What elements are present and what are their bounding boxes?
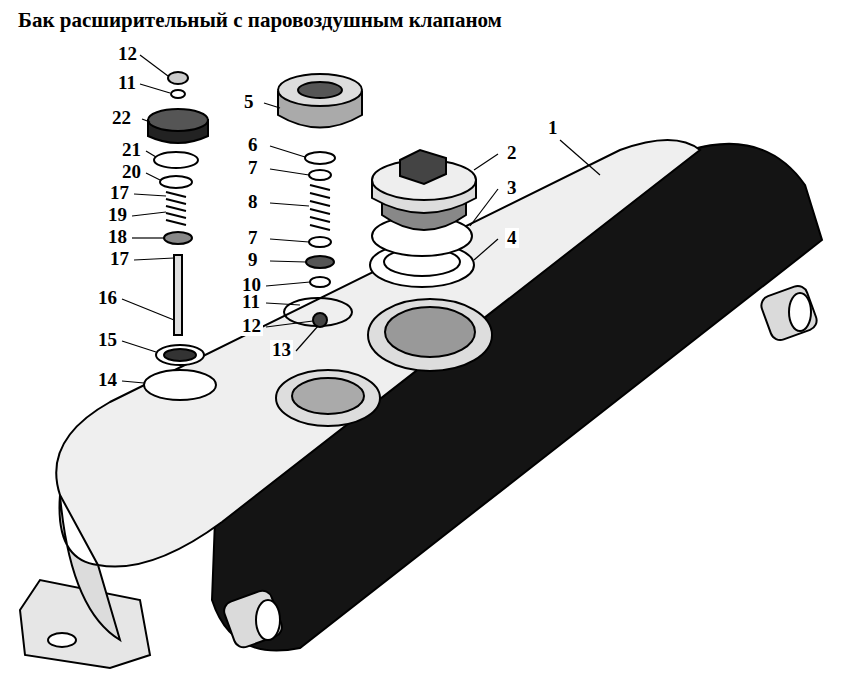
callout-number: 21 — [120, 140, 143, 160]
callout-number: 15 — [96, 330, 119, 350]
callout-number: 4 — [505, 228, 519, 248]
leader-line — [266, 282, 310, 286]
leader-line — [296, 326, 318, 351]
outlet-pipe-end — [256, 600, 280, 640]
leader-line — [270, 203, 309, 206]
mount-hole — [48, 633, 76, 647]
gasket-13 — [284, 298, 352, 326]
tank-body — [20, 140, 822, 668]
outlet-pipe — [221, 588, 284, 650]
filler-neck-inner — [385, 307, 475, 357]
callout-number: 19 — [106, 205, 129, 225]
callout-number: 2 — [505, 143, 519, 163]
callout-number: 12 — [116, 44, 139, 64]
callout-number: 14 — [96, 370, 119, 390]
callout-number: 7 — [246, 158, 260, 178]
valve-9 — [306, 256, 334, 268]
valve-boss-inner — [292, 378, 364, 414]
stem-16 — [174, 255, 182, 335]
leader-line — [474, 239, 498, 260]
leader-line — [470, 189, 498, 226]
leader-line — [132, 212, 166, 216]
diagram-title: Бак расширительный с паровоздушным клапа… — [18, 8, 502, 33]
washer-6 — [305, 152, 335, 164]
callout-number: 3 — [505, 178, 519, 198]
callout-number: 11 — [116, 73, 138, 93]
leader-line — [140, 84, 170, 93]
leader-line — [264, 103, 280, 108]
callout-number: 16 — [96, 288, 119, 308]
washer-7 — [309, 170, 331, 180]
valve-body-5-top — [278, 74, 362, 106]
leader-line — [270, 239, 309, 242]
leader-line — [146, 173, 160, 180]
plate-21 — [154, 152, 198, 168]
spring-8 — [310, 185, 330, 230]
callout-number: 18 — [106, 227, 129, 247]
leader-line — [266, 321, 313, 327]
cap-22-top — [148, 109, 208, 131]
callout-number: 12 — [240, 316, 263, 336]
leader-line — [474, 154, 498, 170]
leader-line — [142, 119, 150, 122]
callout-number: 22 — [110, 108, 133, 128]
nut-12 — [168, 72, 188, 84]
filler-cap — [370, 150, 476, 287]
callout-number: 9 — [246, 250, 260, 270]
cap-square — [400, 150, 446, 184]
leader-line — [270, 169, 309, 175]
callout-number: 8 — [246, 192, 260, 212]
nut-12 — [313, 313, 327, 327]
callout-number: 7 — [246, 228, 260, 248]
leader-line — [140, 55, 168, 76]
washer-20 — [160, 176, 192, 188]
leader-line — [132, 237, 164, 238]
tank-end — [59, 495, 120, 640]
callout-number: 6 — [246, 135, 260, 155]
leader-line — [122, 299, 174, 320]
valve-boss — [276, 370, 380, 426]
callout-number: 17 — [108, 183, 131, 203]
leader-lines — [122, 55, 600, 383]
callout-number: 11 — [240, 292, 262, 312]
callout-number: 1 — [546, 118, 560, 138]
steam-valve — [278, 74, 362, 327]
seat-15 — [156, 345, 204, 365]
leader-line — [270, 261, 306, 262]
callout-number: 17 — [108, 249, 131, 269]
tank-top — [56, 140, 700, 567]
callout-number: 13 — [270, 340, 293, 360]
inlet-pipe-end — [789, 293, 811, 331]
inlet-pipe — [759, 283, 820, 343]
leader-line — [134, 194, 166, 196]
leader-line — [270, 146, 305, 157]
valve-body-5-hole — [298, 82, 342, 98]
washer-11 — [171, 90, 185, 98]
gasket-14 — [144, 370, 216, 400]
washer-18 — [164, 232, 192, 244]
leader-line — [134, 258, 174, 260]
spring-19 — [166, 192, 186, 225]
callout-number: 20 — [120, 162, 143, 182]
leader-line — [560, 140, 600, 175]
filler-neck — [368, 299, 492, 371]
leader-line — [146, 151, 156, 157]
leader-line — [122, 341, 156, 352]
seat-15-inner — [164, 349, 196, 361]
callout-number: 5 — [242, 92, 256, 112]
leader-line — [122, 381, 144, 383]
leader-line — [266, 303, 300, 305]
washer-7 — [309, 237, 331, 247]
air-valve — [144, 72, 216, 400]
washer-10 — [310, 277, 330, 287]
